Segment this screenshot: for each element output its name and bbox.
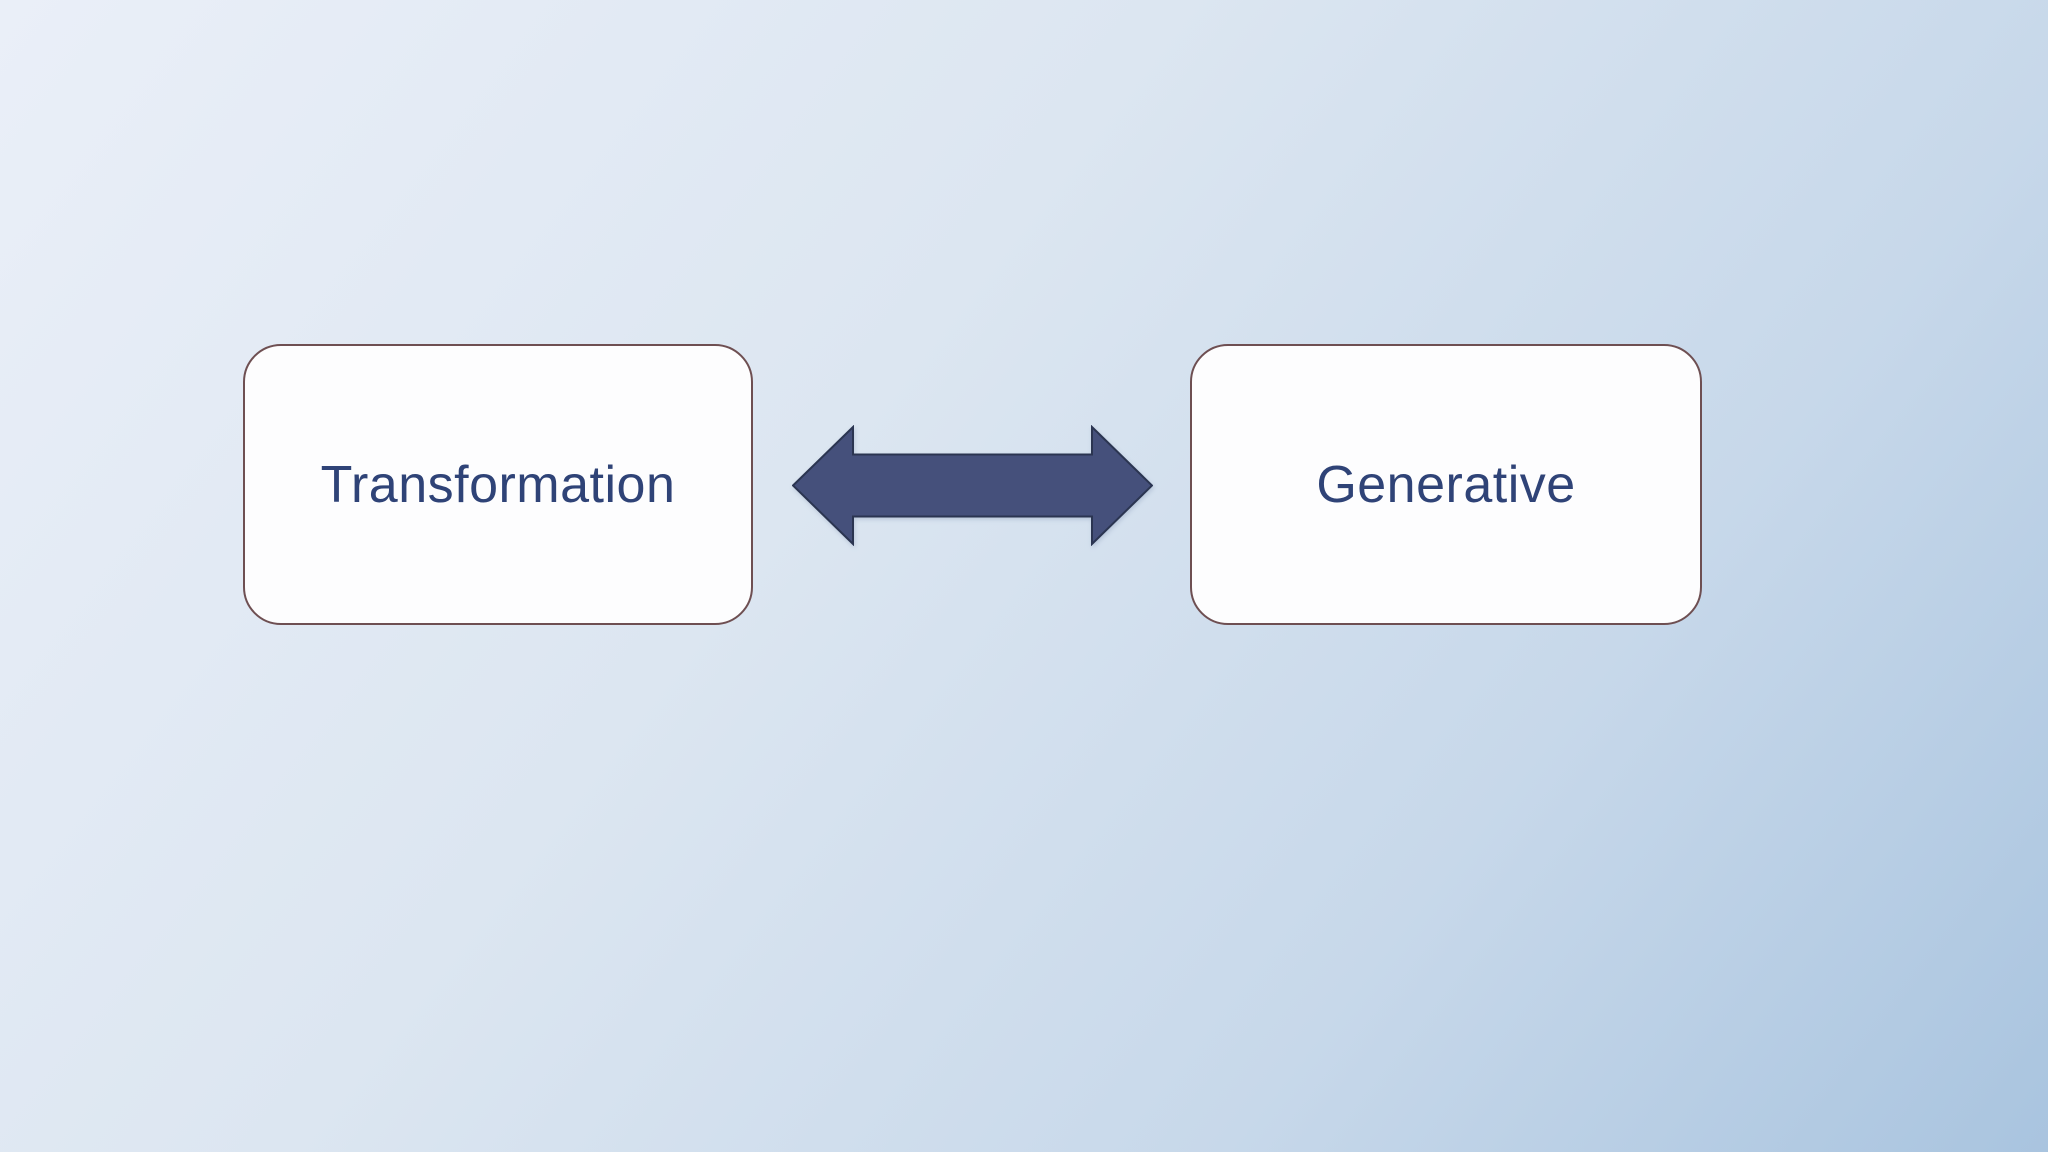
left-right-arrow-icon bbox=[792, 425, 1153, 546]
double-arrow-connector[interactable] bbox=[792, 425, 1153, 546]
node-generative-label: Generative bbox=[1316, 455, 1576, 514]
node-generative[interactable]: Generative bbox=[1190, 344, 1702, 625]
node-transformation[interactable]: Transformation bbox=[243, 344, 753, 625]
node-transformation-label: Transformation bbox=[320, 455, 676, 514]
